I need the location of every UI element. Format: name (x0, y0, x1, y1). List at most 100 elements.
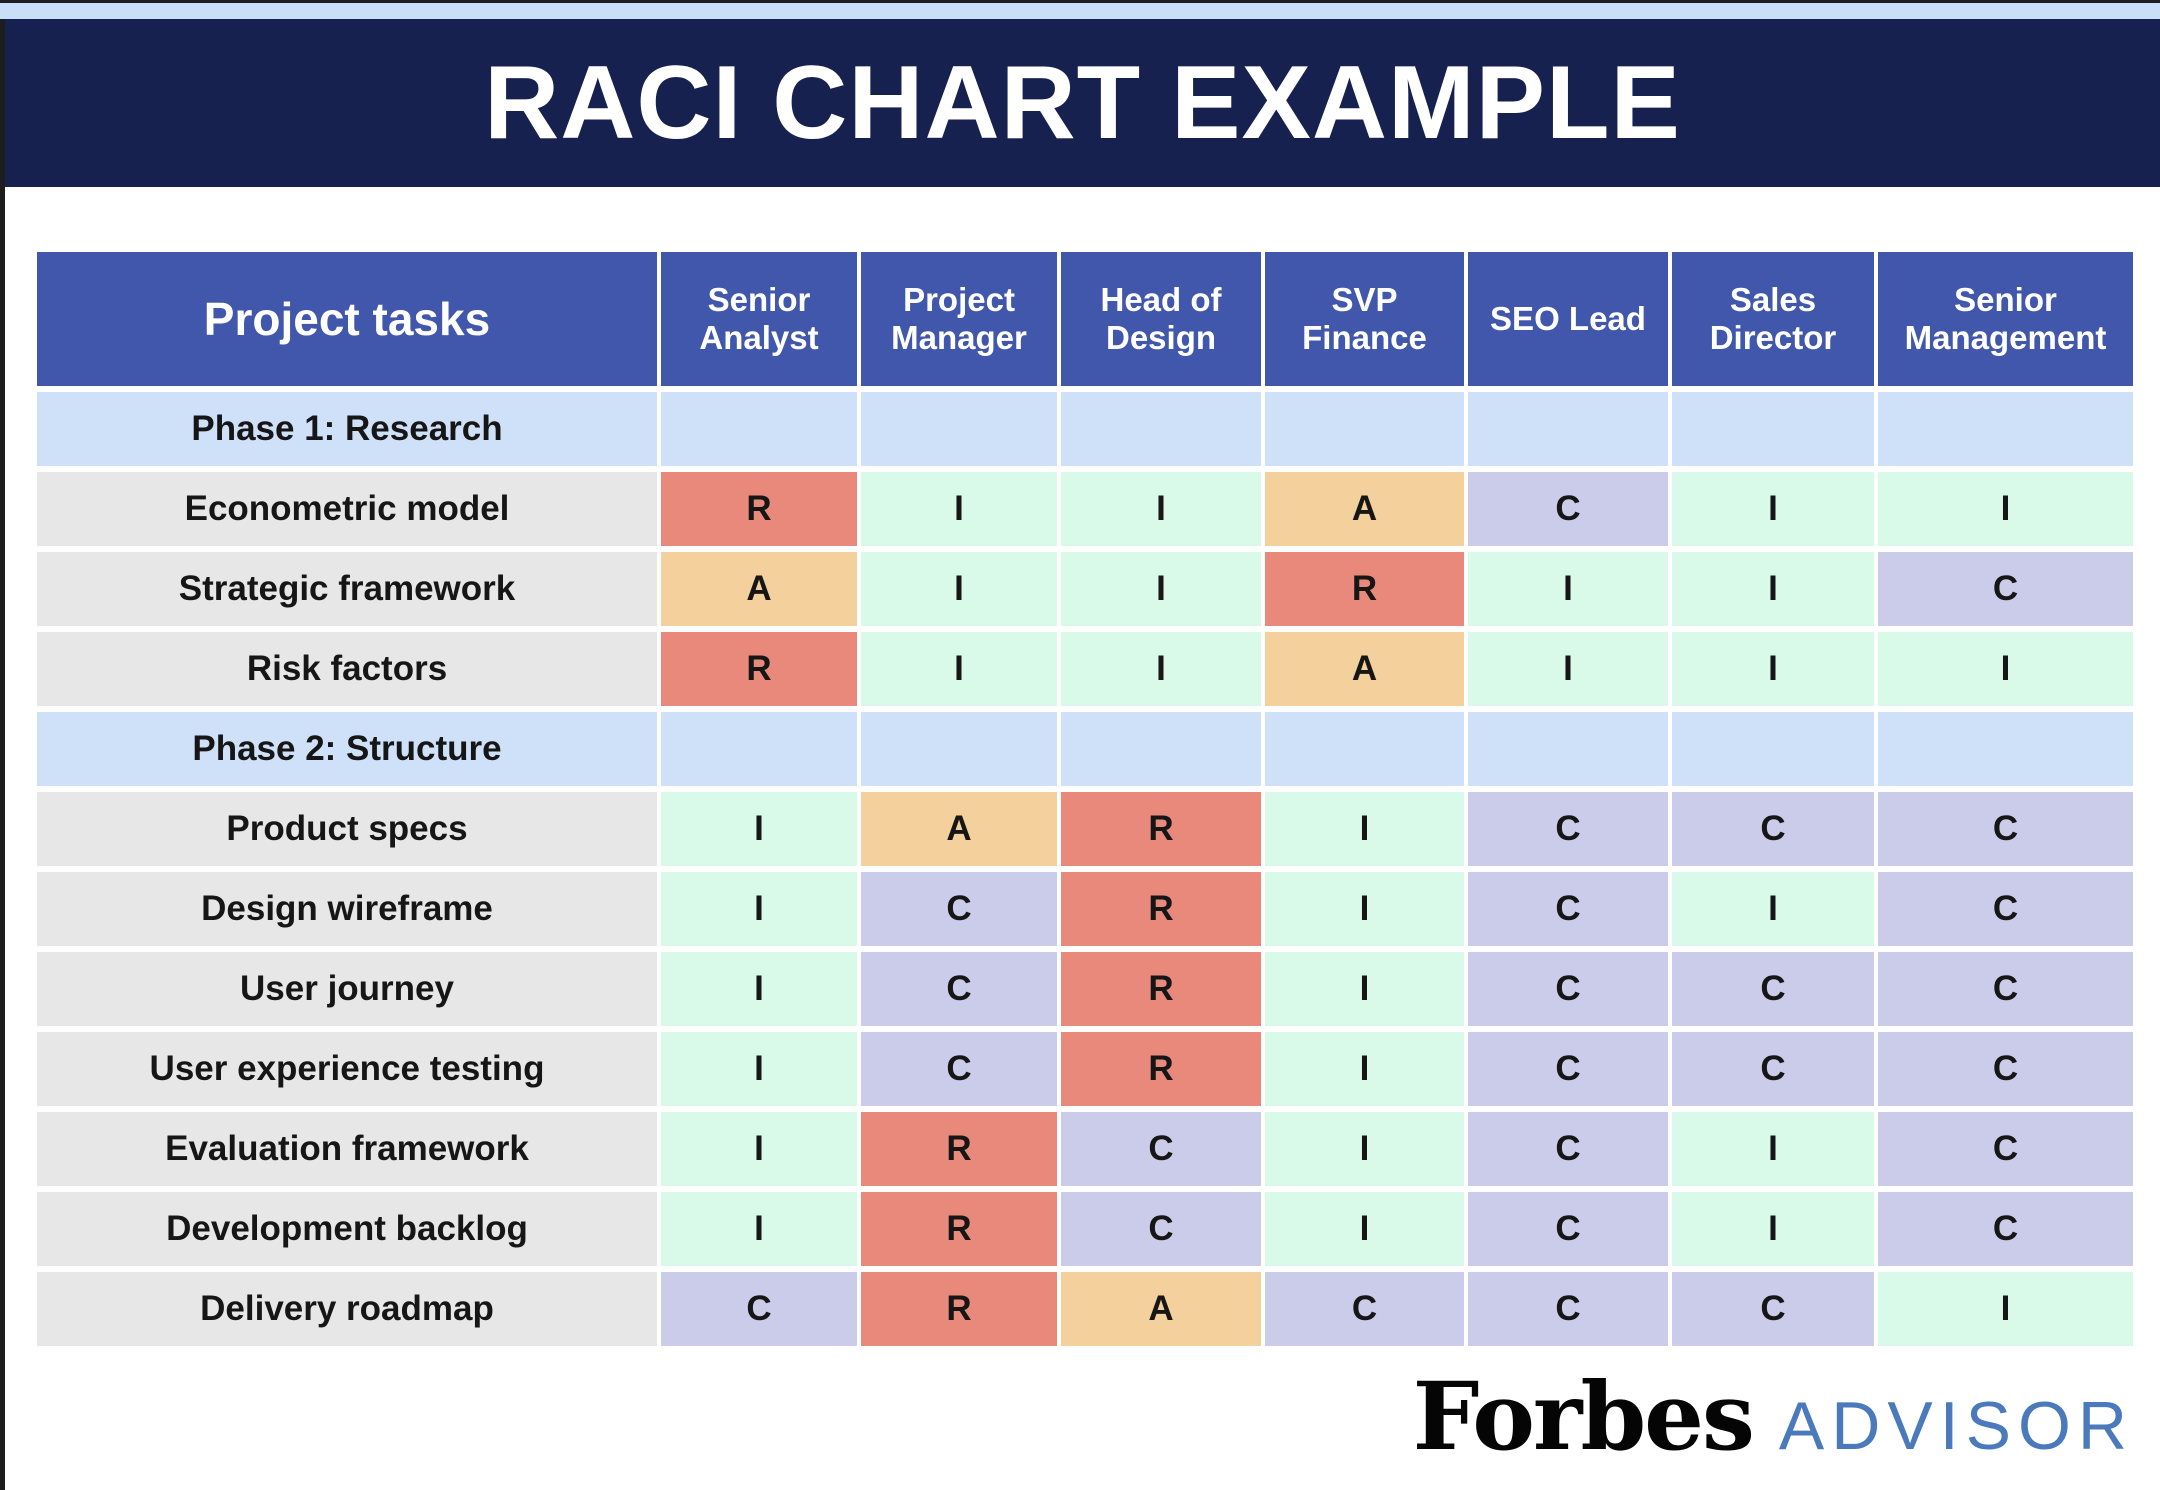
forbes-wordmark: Forbes (1412, 1362, 1755, 1472)
header-svp-finance: SVP Finance (1265, 252, 1464, 386)
raci-cell (1265, 712, 1464, 786)
top-edge-border (0, 0, 2160, 3)
raci-cell: C (861, 952, 1057, 1026)
raci-cell: I (861, 552, 1057, 626)
raci-cell: I (861, 472, 1057, 546)
page-title: RACI CHART EXAMPLE (484, 44, 1681, 161)
header-sales-director: Sales Director (1672, 252, 1874, 386)
raci-cell: I (1265, 1032, 1464, 1106)
raci-cell (1878, 392, 2133, 466)
top-accent-strip (0, 3, 2160, 19)
forbes-advisor-logo: Forbes ADVISOR (1413, 1362, 2134, 1472)
raci-cell: I (1265, 1112, 1464, 1186)
raci-cell: C (1061, 1192, 1261, 1266)
raci-cell: I (1672, 552, 1874, 626)
header-senior-management: Senior Management (1878, 252, 2133, 386)
raci-cell: A (861, 792, 1057, 866)
task-label: Delivery roadmap (37, 1272, 657, 1346)
header-seo-lead: SEO Lead (1468, 252, 1668, 386)
task-label: Design wireframe (37, 872, 657, 946)
task-label: Phase 2: Structure (37, 712, 657, 786)
raci-cell: R (661, 472, 857, 546)
task-label: User journey (37, 952, 657, 1026)
raci-cell: C (1878, 952, 2133, 1026)
raci-cell: I (1468, 552, 1668, 626)
raci-cell (861, 712, 1057, 786)
raci-cell (1468, 712, 1668, 786)
raci-cell: I (661, 1192, 857, 1266)
raci-cell: R (1061, 872, 1261, 946)
raci-cell: I (861, 632, 1057, 706)
raci-cell: C (1878, 552, 2133, 626)
left-edge-border (0, 0, 5, 1490)
header-project-tasks: Project tasks (37, 252, 657, 386)
raci-cell (1672, 712, 1874, 786)
raci-cell: I (1672, 632, 1874, 706)
raci-cell: A (661, 552, 857, 626)
raci-cell: I (1878, 1272, 2133, 1346)
raci-cell: R (661, 632, 857, 706)
task-label: Development backlog (37, 1192, 657, 1266)
raci-cell: C (1468, 792, 1668, 866)
raci-cell: C (1468, 1112, 1668, 1186)
raci-cell: C (1878, 1112, 2133, 1186)
raci-cell: A (1061, 1272, 1261, 1346)
raci-cell (1061, 392, 1261, 466)
raci-cell: R (861, 1112, 1057, 1186)
raci-cell: C (1878, 1032, 2133, 1106)
raci-cell: R (1265, 552, 1464, 626)
header-project-manager: Project Manager (861, 252, 1057, 386)
task-label: Risk factors (37, 632, 657, 706)
raci-header-row: Project tasks Senior Analyst Project Man… (37, 252, 2133, 386)
raci-cell: C (1468, 472, 1668, 546)
raci-cell: I (1265, 952, 1464, 1026)
raci-cell: C (861, 1032, 1057, 1106)
raci-cell: A (1265, 632, 1464, 706)
task-label: Phase 1: Research (37, 392, 657, 466)
raci-cell: I (661, 1032, 857, 1106)
raci-cell: C (1468, 1192, 1668, 1266)
raci-cell (661, 392, 857, 466)
raci-cell: C (661, 1272, 857, 1346)
task-label: Strategic framework (37, 552, 657, 626)
raci-table: Project tasks Senior Analyst Project Man… (37, 252, 2133, 1346)
task-label: Product specs (37, 792, 657, 866)
raci-cell: I (1672, 1192, 1874, 1266)
table-row: Phase 2: Structure (37, 712, 2133, 786)
raci-cell (1878, 712, 2133, 786)
raci-cell: C (1878, 1192, 2133, 1266)
title-banner: RACI CHART EXAMPLE (5, 19, 2160, 187)
raci-cell: I (1672, 472, 1874, 546)
raci-cell: C (1061, 1112, 1261, 1186)
raci-cell: C (1468, 952, 1668, 1026)
raci-cell: I (661, 792, 857, 866)
task-label: User experience testing (37, 1032, 657, 1106)
raci-cell: C (1468, 872, 1668, 946)
raci-cell (1265, 392, 1464, 466)
raci-cell: C (1265, 1272, 1464, 1346)
raci-cell: C (1878, 792, 2133, 866)
raci-cell: I (1468, 632, 1668, 706)
header-head-of-design: Head of Design (1061, 252, 1261, 386)
raci-cell: C (1672, 1032, 1874, 1106)
raci-cell: C (1672, 952, 1874, 1026)
task-label: Evaluation framework (37, 1112, 657, 1186)
raci-cell: I (1672, 1112, 1874, 1186)
header-senior-analyst: Senior Analyst (661, 252, 857, 386)
raci-cell: I (1878, 472, 2133, 546)
raci-cell (1672, 392, 1874, 466)
raci-cell (1061, 712, 1261, 786)
raci-cell: R (1061, 1032, 1261, 1106)
raci-cell: A (1265, 472, 1464, 546)
raci-cell: R (861, 1192, 1057, 1266)
raci-cell: R (861, 1272, 1057, 1346)
raci-cell (861, 392, 1057, 466)
